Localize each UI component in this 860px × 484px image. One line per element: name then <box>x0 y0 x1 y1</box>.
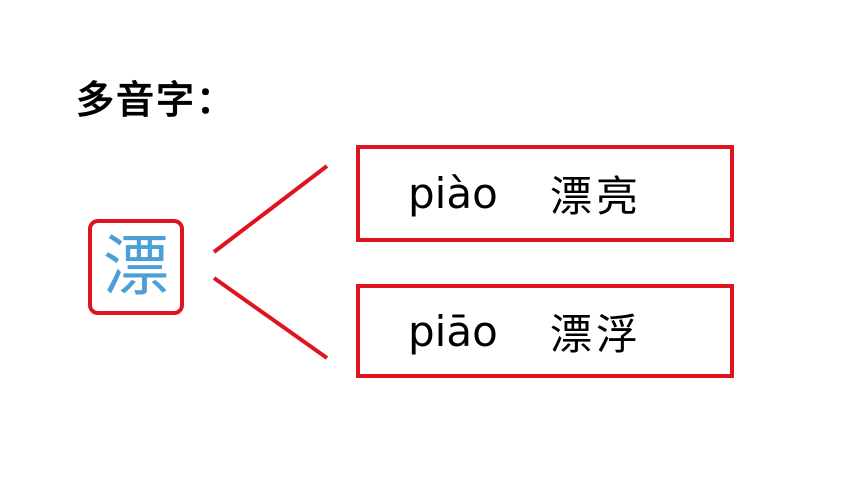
example-word-1: 漂亮 <box>550 172 643 221</box>
connector-line-bottom <box>212 276 329 360</box>
reading-box-2: piāo 漂浮 <box>356 284 734 378</box>
pinyin-1: piào <box>408 169 498 218</box>
character-box: 漂 <box>88 219 184 315</box>
example-word-2: 漂浮 <box>550 309 643 359</box>
polyphonic-character: 漂 <box>103 228 169 305</box>
pinyin-2: piāo <box>408 306 498 356</box>
connector-line-top <box>212 164 329 254</box>
reading-box-1: piào 漂亮 <box>356 145 734 242</box>
page-title: 多音字： <box>76 78 237 122</box>
